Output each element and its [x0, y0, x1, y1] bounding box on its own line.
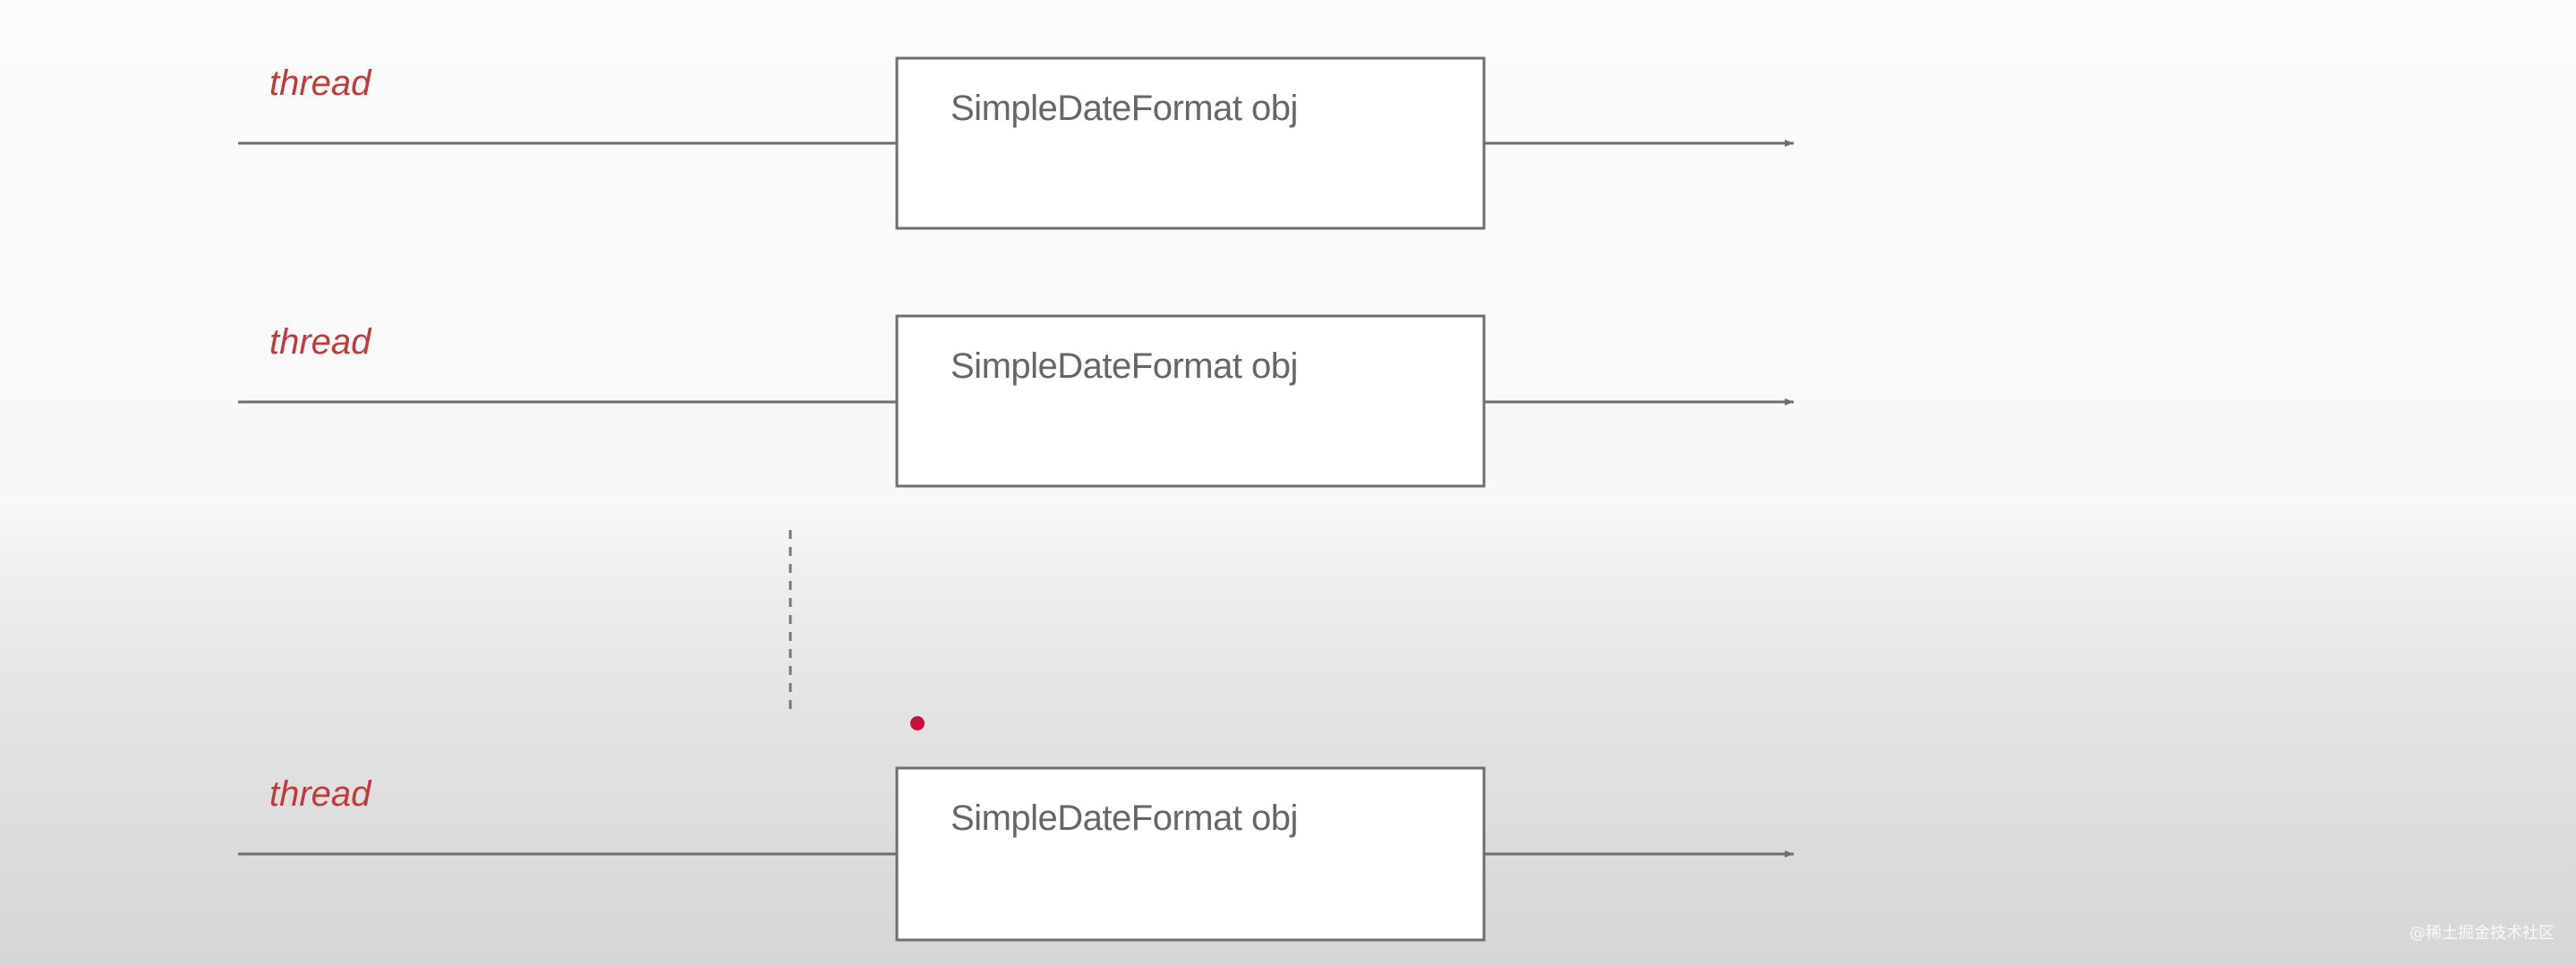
box-label-1: SimpleDateFormat obj: [951, 89, 1298, 128]
watermark: @稀土掘金技术社区: [2410, 924, 2555, 943]
box-label-3: SimpleDateFormat obj: [951, 798, 1298, 838]
simpledateformat-box: [895, 766, 1486, 942]
thread-row-3: [238, 766, 1794, 942]
simpledateformat-box: [895, 56, 1486, 230]
thread-label-1: thread: [269, 64, 371, 103]
thread-label-2: thread: [269, 322, 371, 362]
simpledateformat-box: [895, 314, 1486, 488]
thread-row-2: [238, 314, 1794, 488]
box-label-2: SimpleDateFormat obj: [951, 346, 1298, 386]
pointer-dot: [910, 716, 925, 730]
thread-row-1: [238, 56, 1794, 230]
thread-label-3: thread: [269, 774, 371, 814]
